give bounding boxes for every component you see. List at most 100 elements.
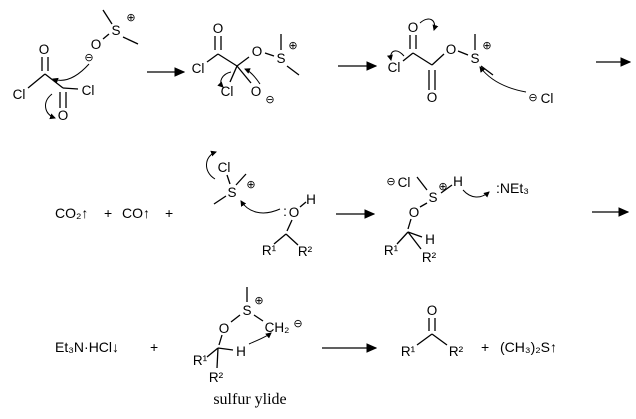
curved-arrow-o-to-carbonyl (52, 63, 90, 84)
bond (440, 184, 453, 194)
bond (206, 53, 219, 63)
oxalyl-chloride-dmso-group: Cl O O Cl ⊖ O S ⊕ (13, 9, 139, 123)
o-atom: O (219, 321, 230, 336)
bond (407, 231, 422, 250)
plus-charge: ⊕ (482, 40, 491, 52)
bond (27, 73, 46, 89)
minus-charge: ⊖ (293, 318, 302, 330)
o-atom: O (427, 90, 438, 105)
cl-atom: Cl (541, 91, 554, 106)
plus-charge: ⊕ (288, 40, 297, 52)
bond (230, 314, 241, 323)
plus-sign: + (150, 339, 158, 355)
bond (273, 233, 287, 245)
minus-charge: ⊖ (528, 92, 537, 104)
methyl-bond (102, 9, 113, 25)
o-atom: O (251, 84, 262, 99)
methyl-bond (122, 36, 139, 45)
cl-atom: Cl (192, 61, 205, 76)
plus-charge: ⊕ (246, 179, 255, 191)
o-atom: O (213, 21, 224, 36)
curved-arrow-scl-to-cl (206, 150, 217, 180)
curved-arrow-alkoxide-to-c (244, 68, 261, 85)
o-atom: O (289, 205, 300, 220)
s-atom: S (227, 185, 236, 200)
curved-arrow-o-to-s (240, 200, 281, 214)
bond (62, 87, 79, 90)
r1-group: R¹ (262, 243, 277, 258)
methyl-bond (416, 176, 428, 191)
bond (253, 314, 264, 322)
h-atom: H (453, 174, 463, 189)
h-atom: H (306, 192, 316, 207)
r2-group: R² (209, 370, 224, 385)
bond (407, 231, 423, 238)
bond (102, 33, 110, 40)
h-atom: H (425, 232, 435, 247)
plus-charge: ⊕ (254, 295, 263, 307)
bond (229, 65, 238, 83)
bond (216, 347, 219, 369)
co2-gas-label: CO₂↑ (55, 205, 88, 221)
bond (412, 52, 433, 66)
o-atom: O (39, 42, 50, 57)
bond (407, 218, 412, 230)
bond (206, 347, 219, 358)
bond (264, 52, 275, 57)
bond (226, 174, 231, 185)
s-atom: S (111, 23, 120, 38)
r1-group: R¹ (401, 344, 416, 359)
o-atom: O (427, 303, 438, 318)
plus-charge: ⊕ (438, 181, 447, 193)
curved-arrow-ccl-leaving (386, 50, 405, 61)
s-atom: S (470, 51, 479, 66)
bond (217, 347, 234, 351)
bond (396, 231, 409, 245)
bond (44, 73, 64, 89)
bond (457, 50, 469, 56)
minus-charge: ⊖ (386, 176, 395, 188)
dms-label: (CH₃)₂S↑ (500, 339, 557, 355)
co-gas-label: CO↑ (122, 205, 150, 221)
cl-atom: Cl (388, 60, 401, 75)
s-atom: S (276, 51, 285, 66)
acyloxysulfonium-group: Cl O O O S ⊕ ⊖ Cl (386, 18, 554, 106)
h-atom: H (236, 344, 246, 359)
curved-arrow-pi-to-o (45, 93, 56, 120)
plus-charge: ⊕ (126, 12, 135, 24)
r1-group: R¹ (384, 243, 399, 258)
bond (286, 219, 293, 232)
cl-atom: Cl (218, 160, 231, 175)
curved-arrow-carbonyl-top (419, 18, 439, 31)
bond (236, 65, 252, 84)
curved-arrow-chloride-to-s (479, 66, 527, 93)
o-atom: O (409, 205, 420, 220)
bond (431, 53, 445, 66)
bond (402, 52, 414, 62)
bond (299, 201, 307, 208)
o-atom: O (408, 20, 419, 35)
plus-sign: + (104, 205, 112, 221)
curved-arrow-ch-to-ylide (248, 332, 272, 345)
r2-group: R² (298, 244, 313, 259)
cl-atom: Cl (221, 84, 234, 99)
ketone-product-group: O R¹ R² + (CH₃)₂S↑ (401, 303, 557, 359)
chlorosulfonium-alcohol-group: Cl S ⊕ : O H R¹ R² (206, 150, 316, 259)
minus-charge: ⊖ (265, 94, 274, 106)
o-atom: O (252, 44, 263, 59)
methyl-bond (213, 195, 227, 205)
bond (236, 56, 250, 67)
sulfur-ylide-group: S ⊕ CH₂ ⊖ O R¹ H R² sulfur ylide (193, 287, 303, 408)
methyl-bond (286, 65, 300, 76)
r1-group: R¹ (193, 353, 208, 368)
bond (416, 333, 433, 346)
cl-atom: Cl (398, 175, 411, 190)
o-atom: O (58, 108, 69, 123)
lone-pair-dots: : (283, 204, 287, 219)
s-atom: S (242, 303, 251, 318)
minus-charge: ⊖ (84, 52, 93, 64)
r2-group: R² (449, 344, 464, 359)
plus-sign: + (165, 205, 173, 221)
net3-label: :NEt₃ (496, 180, 529, 196)
